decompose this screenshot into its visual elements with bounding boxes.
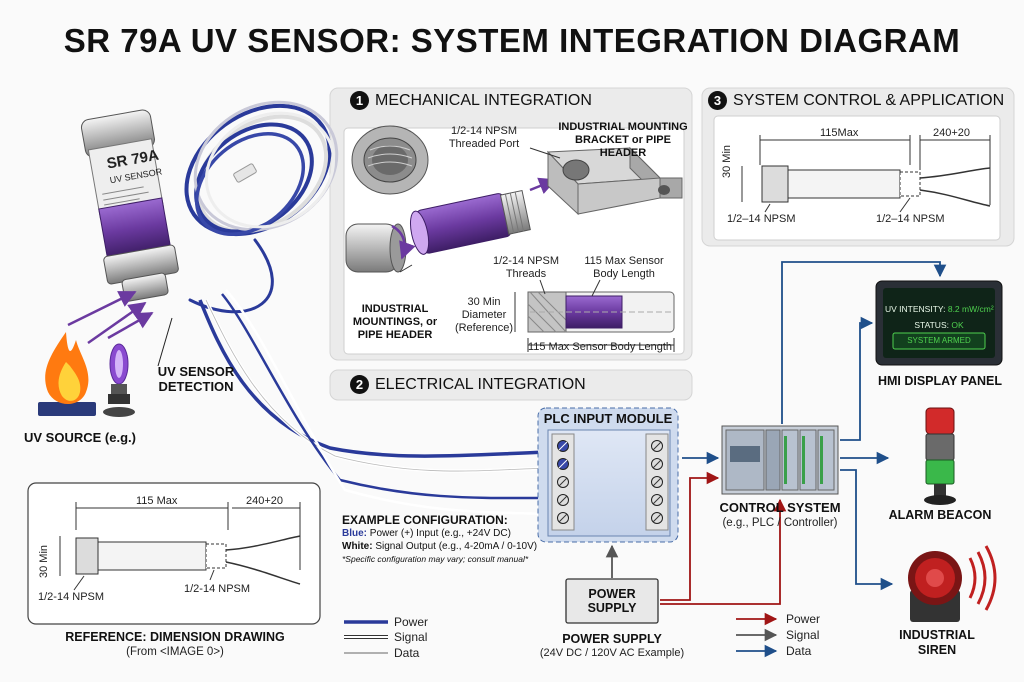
legend-1-data: Data bbox=[394, 646, 420, 660]
bracket-label: INDUSTRIAL MOUNTING BRACKET or PIPE HEAD… bbox=[558, 121, 688, 159]
config-note: *Specific configuration may vary; consul… bbox=[342, 554, 529, 564]
legend-1-signal: Signal bbox=[394, 630, 428, 644]
legend-1-power: Power bbox=[394, 615, 429, 629]
threaded-port-label: 1/2-14 NPSM Threaded Port bbox=[448, 125, 520, 150]
hmi-status-label: STATUS: bbox=[914, 320, 949, 330]
ref-dim-diameter: 30 Min bbox=[38, 544, 50, 578]
elec-section-title: ELECTRICAL INTEGRATION bbox=[375, 376, 586, 393]
hmi-label: HMI DISPLAY PANEL bbox=[877, 374, 1003, 388]
example-configuration: EXAMPLE CONFIGURATION: Blue: Power (+) I… bbox=[342, 513, 538, 566]
config-title: EXAMPLE CONFIGURATION: bbox=[342, 513, 508, 527]
page-title: SR 79A UV SENSOR: SYSTEM INTEGRATION DIA… bbox=[63, 22, 961, 59]
hmi-armed-text: SYSTEM ARMED bbox=[907, 336, 971, 345]
siren-label: INDUSTRIAL SIREN bbox=[899, 628, 975, 657]
body-length-bottom-label: 115 Max Sensor Body Length bbox=[527, 341, 673, 353]
uv-rays bbox=[67, 290, 154, 345]
hmi-intensity-row: UV INTENSITY: 8.2 mW/cm² bbox=[885, 304, 995, 314]
power-supply-sub: (24V DC / 120V AC Example) bbox=[539, 647, 685, 659]
sys-dim-length: 115Max bbox=[820, 127, 859, 139]
config-white-row: White: Signal Output (e.g., 4-20mA / 0-1… bbox=[342, 540, 538, 553]
sys-dim-thread-left: 1/2–14 NPSM bbox=[727, 213, 796, 225]
legend-2-swatches bbox=[736, 612, 778, 658]
uv-lamp-icon bbox=[103, 343, 135, 417]
plc-module-title: PLC INPUT MODULE bbox=[543, 411, 673, 426]
siren-icon bbox=[908, 545, 997, 622]
mountings-pointer bbox=[399, 264, 413, 273]
legend-1-swatches bbox=[344, 620, 388, 654]
threads-label: 1/2-14 NPSM Threads bbox=[492, 255, 560, 280]
uv-source-label: UV SOURCE (e.g.) bbox=[24, 430, 136, 445]
control-system-plc bbox=[721, 425, 839, 495]
legend-2-power: Power bbox=[786, 612, 821, 626]
config-blue-key: Blue: bbox=[342, 528, 367, 539]
sys-section-header: 3 SYSTEM CONTROL & APPLICATION bbox=[708, 91, 1004, 111]
power-cable-run bbox=[198, 299, 551, 458]
ref-dim-thread-right: 1/2-14 NPSM bbox=[184, 583, 251, 595]
mountings-label: INDUSTRIAL MOUNTINGS, or PIPE HEADER bbox=[352, 303, 438, 341]
hmi-status-row: STATUS: OK bbox=[883, 320, 995, 330]
alarm-beacon-icon bbox=[924, 407, 956, 505]
hmi-intensity-label: UV INTENSITY: bbox=[885, 304, 946, 314]
mounting-cap bbox=[345, 223, 407, 273]
legend-2-signal: Signal bbox=[786, 628, 820, 642]
signal-cable-run-2 bbox=[225, 289, 551, 516]
sys-section-number: 3 bbox=[708, 91, 727, 110]
sensor-cross-section bbox=[514, 279, 675, 352]
mount-arrow bbox=[391, 224, 416, 260]
mounting-bracket bbox=[546, 146, 683, 216]
ref-sub: (From <IMAGE 0>) bbox=[126, 646, 224, 658]
connection-arrows bbox=[605, 261, 947, 605]
cable-tie bbox=[233, 163, 257, 183]
hmi-armed-box bbox=[892, 332, 986, 350]
plc-terminal-screws bbox=[557, 440, 663, 524]
uv-detection-label: UV SENSOR DETECTION bbox=[157, 364, 235, 394]
power-supply-title: POWER SUPPLY bbox=[562, 632, 662, 646]
control-system-title: CONTROL SYSTEM bbox=[719, 500, 841, 515]
hmi-status-value: OK bbox=[951, 320, 964, 330]
body-length-label: 115 Max Sensor Body Length bbox=[584, 255, 664, 280]
ref-title: REFERENCE: DIMENSION DRAWING bbox=[65, 630, 285, 644]
sys-dim-thread-right: 1/2–14 NPSM bbox=[876, 213, 945, 225]
control-system-sub: (e.g., PLC / Controller) bbox=[722, 517, 838, 529]
elec-header-panel bbox=[329, 369, 693, 401]
ref-dimension-drawing bbox=[59, 502, 301, 591]
config-blue-row: Blue: Power (+) Input (e.g., +24V DC) bbox=[342, 527, 538, 540]
sys-dim-wire: 240+20 bbox=[933, 127, 971, 139]
legend-2-data: Data bbox=[786, 644, 812, 658]
config-white-key: White: bbox=[342, 541, 373, 552]
config-blue: Power (+) Input (e.g., +24V DC) bbox=[369, 528, 511, 539]
uv-sensor-body bbox=[80, 109, 179, 302]
power-supply-box bbox=[565, 578, 659, 624]
elec-section-header: 2 ELECTRICAL INTEGRATION bbox=[350, 375, 586, 395]
config-white: Signal Output (e.g., 4-20mA / 0-10V) bbox=[375, 541, 538, 552]
ref-dim-wire: 240+20 bbox=[246, 495, 284, 507]
diameter-label: 30 Min Diameter (Reference) bbox=[454, 296, 514, 334]
mech-section-number: 1 bbox=[350, 91, 369, 110]
beacon-label: ALARM BEACON bbox=[888, 508, 992, 522]
sys-section-title: SYSTEM CONTROL & APPLICATION bbox=[733, 92, 1005, 109]
sys-dimension-drawing bbox=[741, 135, 991, 213]
purple-sensor-body bbox=[409, 189, 531, 255]
detection-pointer bbox=[157, 317, 173, 367]
signal-cable-edge bbox=[205, 299, 551, 472]
threaded-port bbox=[351, 125, 429, 195]
mech-section-title: MECHANICAL INTEGRATION bbox=[375, 92, 592, 109]
mech-section-header: 1 MECHANICAL INTEGRATION bbox=[350, 91, 592, 111]
flame-icon bbox=[38, 332, 96, 416]
sys-dim-diameter: 30 Min bbox=[721, 144, 733, 178]
port-pointer bbox=[529, 147, 561, 159]
ref-dim-thread-left: 1/2-14 NPSM bbox=[38, 591, 105, 603]
power-supply-box-label: POWER SUPPLY bbox=[587, 587, 637, 615]
hmi-intensity-value: 8.2 mW/cm² bbox=[947, 304, 994, 314]
ref-dim-length: 115 Max bbox=[136, 495, 178, 507]
elec-section-number: 2 bbox=[350, 375, 369, 394]
